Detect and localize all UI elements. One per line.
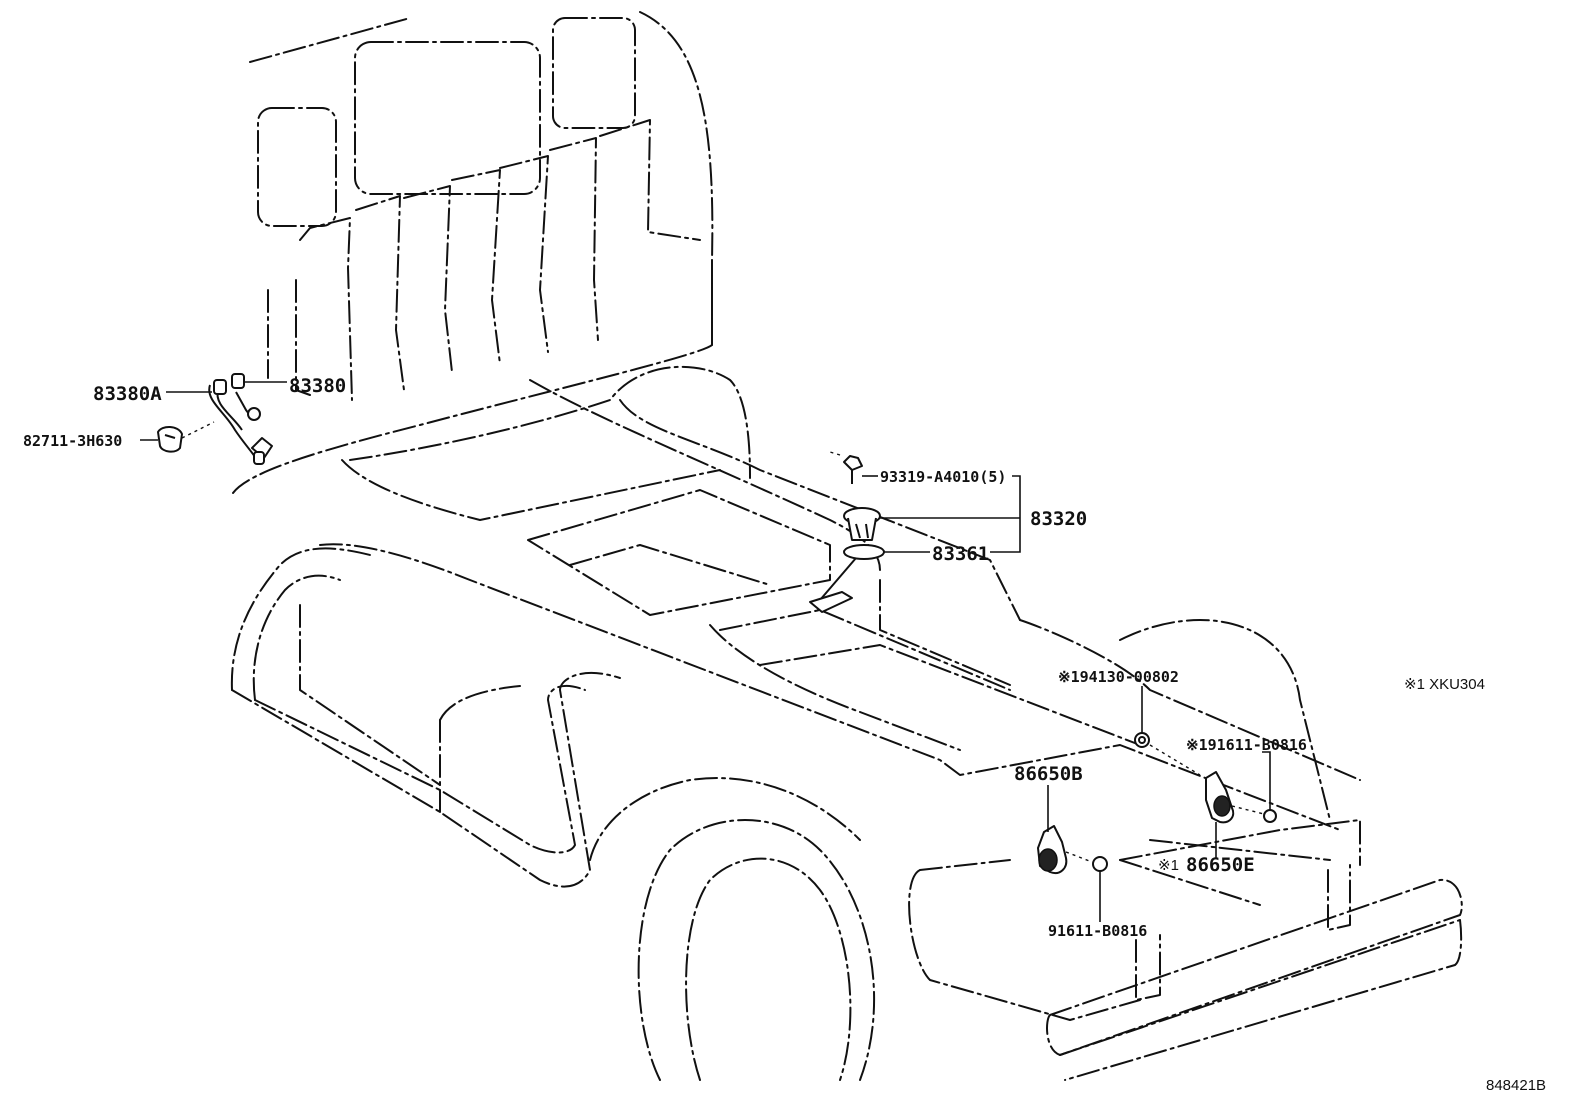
label-91611-b0816-top: ※191611-B0816	[1186, 736, 1307, 754]
sender-wire-assembly	[208, 373, 273, 465]
horn-86650e	[1205, 771, 1235, 824]
nut-94130	[1134, 732, 1150, 748]
label-82711-3h630: 82711-3H630	[23, 432, 122, 450]
label-86650e-mark: ※1	[1158, 857, 1179, 874]
label-86650b: 86650B	[1014, 763, 1083, 785]
note-xku304: ※1 XKU304	[1404, 676, 1485, 693]
bolt-91611-bottom	[1092, 856, 1108, 872]
horn-86650b	[1037, 825, 1068, 874]
cab-outline	[232, 11, 714, 494]
chassis-outline	[230, 365, 1463, 1081]
label-83361: 83361	[932, 543, 989, 565]
label-83380: 83380	[289, 375, 346, 397]
bolt-91611-top	[1263, 809, 1277, 823]
label-93319-a4010: 93319-A4010(5)	[880, 468, 1006, 486]
label-94130-00802: ※194130-00802	[1058, 668, 1179, 686]
screw-93319	[843, 455, 863, 484]
clamp-82711	[157, 426, 183, 453]
label-91611-b0816-bottom: 91611-B0816	[1048, 922, 1147, 940]
leader-lines	[140, 381, 1271, 922]
diagram-code: 848421B	[1486, 1077, 1546, 1094]
label-86650e: 86650E	[1186, 854, 1255, 876]
label-83320: 83320	[1030, 508, 1087, 530]
fuel-sender-gauge-83320	[809, 507, 885, 613]
label-83380a: 83380A	[93, 383, 162, 405]
